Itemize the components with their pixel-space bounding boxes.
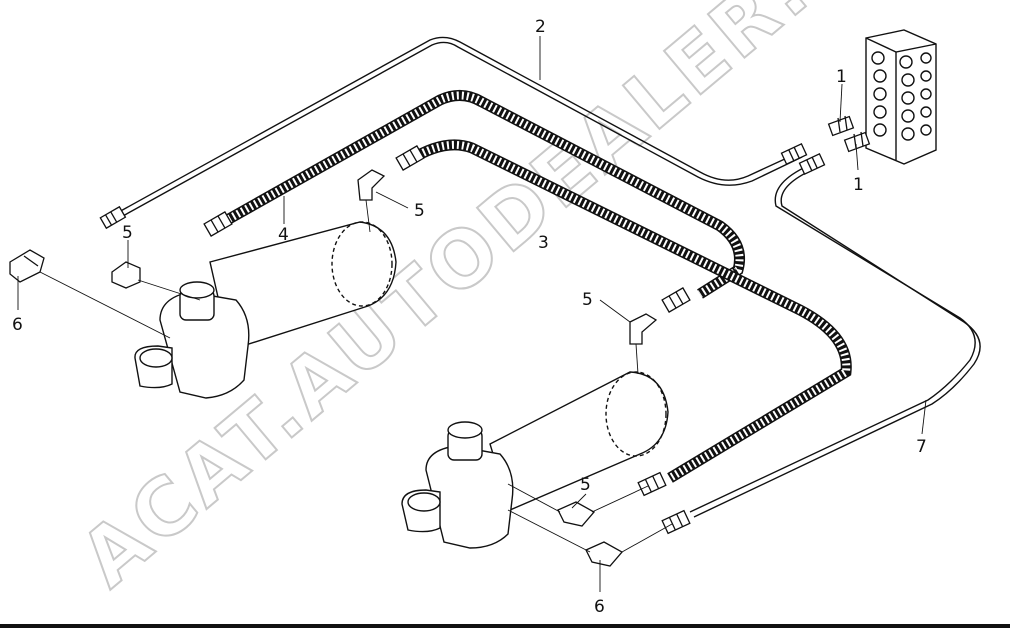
elbow-5-right-lower <box>557 501 596 527</box>
hose-2 <box>107 36 803 223</box>
connection-lines <box>39 199 673 553</box>
ferrule-hose-2-right <box>780 143 808 165</box>
callout-2: 2 <box>535 17 546 37</box>
ferrule-hose-2-left <box>99 205 127 230</box>
adapter-1-upper <box>827 115 855 137</box>
valve-block-ports <box>871 51 932 141</box>
callout-4: 4 <box>278 225 289 245</box>
cylinder-right <box>401 371 669 549</box>
callout-7: 7 <box>916 437 927 457</box>
ferrule-hose-7-right <box>798 153 826 175</box>
elbow-5-right-upper <box>629 313 658 345</box>
hose-ferrules <box>99 143 826 535</box>
hose-4 <box>217 90 745 299</box>
elbow-5-center <box>357 169 386 201</box>
callout-5-left: 5 <box>122 223 133 243</box>
callout-3: 3 <box>538 233 549 253</box>
callout-5-right-lower: 5 <box>580 475 591 495</box>
hose-3 <box>407 139 852 483</box>
callout-6-right: 6 <box>594 597 605 617</box>
adapter-1-lower <box>843 131 871 153</box>
ferrule-hose-7-left <box>661 509 691 535</box>
elbow-5-left-cylinder <box>111 261 141 289</box>
callout-5-center: 5 <box>414 201 425 221</box>
callout-leaders <box>17 36 927 592</box>
ferrule-hose-4-right <box>661 287 691 313</box>
callout-6-left: 6 <box>12 315 23 335</box>
callout-5-right-upper: 5 <box>582 290 593 310</box>
elbow-6-right <box>585 541 624 567</box>
ferrule-hose-3-left <box>395 145 425 171</box>
hose-7 <box>689 163 981 518</box>
cylinder-left <box>134 221 397 399</box>
ferrule-hose-3-right <box>637 471 667 497</box>
callout-1-upper: 1 <box>836 67 847 87</box>
ferrule-hose-4-left <box>203 211 233 237</box>
callouts: 2 1 1 4 3 5 5 5 5 6 6 7 <box>12 17 927 617</box>
callout-1-lower: 1 <box>853 175 864 195</box>
elbow-6-left <box>9 249 45 283</box>
valve-block <box>865 29 937 165</box>
